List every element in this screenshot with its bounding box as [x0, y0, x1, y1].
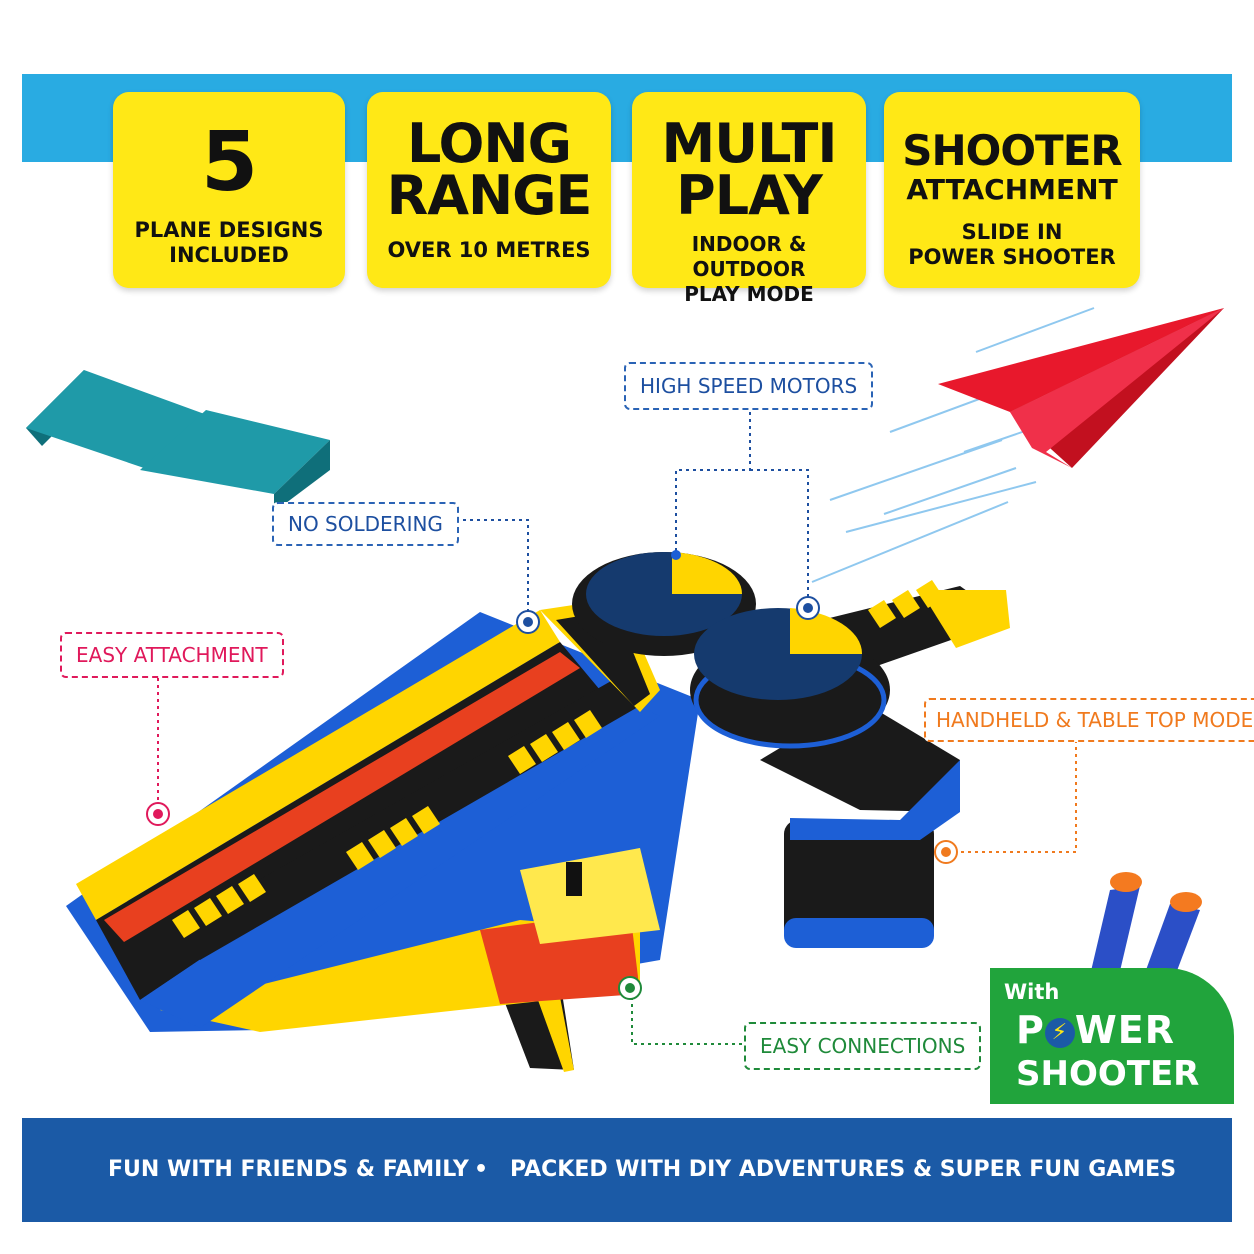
feature-card-caption: OVER 10 METRES	[387, 238, 591, 262]
label-high-speed-motors: HIGH SPEED MOTORS	[624, 362, 874, 410]
feature-card-caption: PLAY MODE	[684, 282, 814, 306]
feature-card-number: 5	[200, 115, 258, 210]
callout-dots	[146, 596, 958, 1000]
power-shooter-badge: With P⚡WER SHOOTER	[990, 968, 1234, 1104]
label-handheld-table-top-mode: HANDHELD & TABLE TOP MODE	[924, 698, 1254, 742]
feature-card-title: RANGE	[386, 164, 593, 227]
feature-card-long-range: LONG RANGE OVER 10 METRES	[367, 92, 611, 288]
feature-card-shooter-attachment: SHOOTER ATTACHMENT SLIDE IN POWER SHOOTE…	[884, 92, 1140, 288]
paper-plane-icon	[811, 307, 1224, 583]
feature-card-plane-designs: 5 PLANE DESIGNS INCLUDED	[113, 92, 345, 288]
footer-bullet: •	[474, 1157, 489, 1182]
feature-card-title: MULTI	[661, 112, 838, 175]
feature-card-caption: INDOOR & OUTDOOR	[691, 232, 807, 281]
badge-with-text: With	[1004, 980, 1060, 1004]
bottom-banner	[22, 1118, 1232, 1222]
teal-stand-piece	[26, 370, 330, 512]
label-no-soldering: NO SOLDERING	[272, 502, 459, 546]
label-easy-connections: EASY CONNECTIONS	[744, 1022, 982, 1070]
bolt-icon: ⚡	[1044, 1018, 1075, 1048]
feature-card-title: PLAY	[676, 164, 823, 227]
feature-card-title: LONG	[407, 112, 572, 175]
badge-power-text: P⚡WER	[1016, 1008, 1175, 1052]
badge-shooter-text: SHOOTER	[1016, 1054, 1200, 1094]
feature-card-subtitle: ATTACHMENT	[906, 173, 1118, 206]
label-easy-attachment: EASY ATTACHMENT	[60, 632, 284, 678]
feature-card-caption: INCLUDED	[169, 243, 289, 267]
feature-card-title: SHOOTER	[902, 126, 1123, 175]
feature-card-caption: SLIDE IN	[961, 220, 1063, 244]
feature-card-multi-play: MULTI PLAY INDOOR & OUTDOOR PLAY MODE	[632, 92, 866, 306]
launcher-device	[66, 550, 1010, 1072]
callout-connectors	[157, 412, 1077, 1045]
feature-card-caption: POWER SHOOTER	[908, 245, 1116, 269]
feature-card-caption: PLANE DESIGNS	[134, 218, 324, 242]
badge-power-letter: P	[1016, 1008, 1045, 1052]
footer-right-text: PACKED WITH DIY ADVENTURES & SUPER FUN G…	[510, 1157, 1177, 1182]
badge-power-rest: WER	[1074, 1008, 1175, 1052]
footer-left-text: FUN WITH FRIENDS & FAMILY	[108, 1157, 469, 1182]
